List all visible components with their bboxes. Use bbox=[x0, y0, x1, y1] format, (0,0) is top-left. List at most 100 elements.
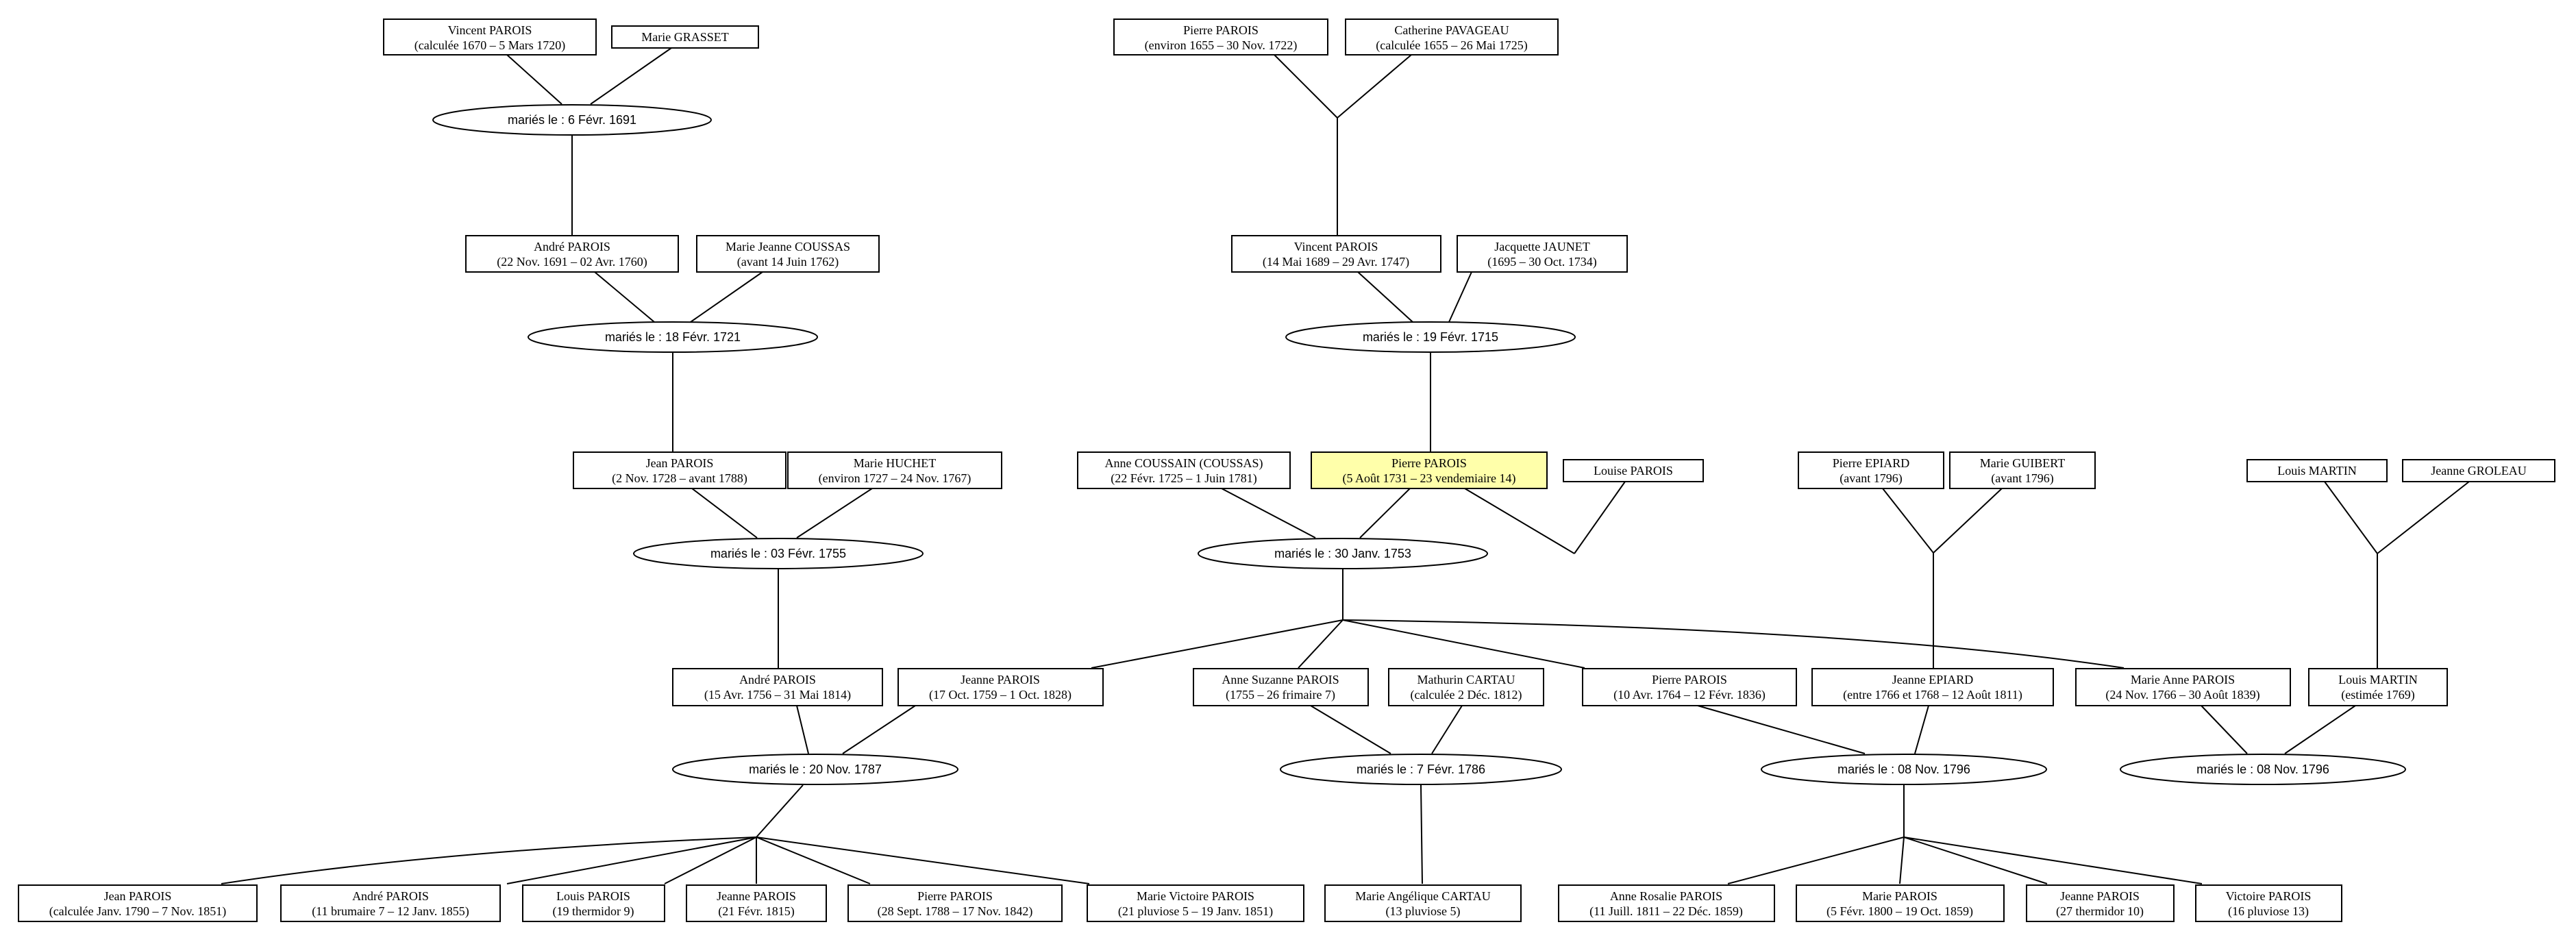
person-name: Jeanne GROLEAU bbox=[2431, 464, 2526, 478]
person-box[interactable]: Jean PAROIS (calculée Janv. 1790 – 7 Nov… bbox=[18, 884, 258, 922]
person-box[interactable]: André PAROIS (22 Nov. 1691 – 02 Avr. 176… bbox=[465, 235, 679, 273]
person-box[interactable]: Pierre EPIARD (avant 1796) bbox=[1798, 451, 1944, 489]
person-box[interactable]: Vincent PAROIS (calculée 1670 – 5 Mars 1… bbox=[383, 18, 597, 55]
person-name: André PAROIS bbox=[739, 673, 816, 686]
person-box[interactable]: Louis MARTIN bbox=[2246, 459, 2388, 482]
link bbox=[221, 836, 757, 884]
person-box[interactable]: Anne COUSSAIN (COUSSAS) (22 Févr. 1725 –… bbox=[1077, 451, 1291, 489]
person-dates: (avant 1796) bbox=[1991, 471, 2053, 486]
link bbox=[1697, 705, 1866, 754]
link bbox=[2377, 481, 2470, 554]
person-box-highlighted[interactable]: Pierre PAROIS (5 Août 1731 – 23 vendemia… bbox=[1311, 451, 1548, 489]
marriage-label: mariés le : 03 Févr. 1755 bbox=[710, 547, 846, 560]
link bbox=[1903, 836, 2048, 884]
person-dates: (19 thermidor 9) bbox=[553, 904, 634, 919]
link bbox=[796, 488, 873, 538]
person-box[interactable]: Jeanne PAROIS (27 thermidor 10) bbox=[2026, 884, 2175, 922]
person-name: Marie HUCHET bbox=[854, 456, 936, 470]
link bbox=[506, 836, 757, 884]
link bbox=[1914, 705, 1929, 754]
link bbox=[2324, 481, 2378, 554]
marriage-label: mariés le : 19 Févr. 1715 bbox=[1363, 330, 1498, 344]
person-box[interactable]: Jacquette JAUNET (1695 – 30 Oct. 1734) bbox=[1457, 235, 1628, 273]
person-box[interactable]: Jeanne PAROIS (21 Févr. 1815) bbox=[686, 884, 827, 922]
person-box[interactable]: Louis MARTIN (estimée 1769) bbox=[2308, 668, 2448, 706]
marriage-label: mariés le : 6 Févr. 1691 bbox=[508, 113, 636, 127]
person-name: Jeanne PAROIS bbox=[717, 889, 796, 903]
marriage-label: mariés le : 30 Janv. 1753 bbox=[1274, 547, 1411, 560]
marriage-label: mariés le : 08 Nov. 1796 bbox=[2196, 763, 2329, 776]
link bbox=[594, 271, 655, 323]
person-dates: (calculée 1670 – 5 Mars 1720) bbox=[414, 38, 565, 53]
person-box[interactable]: Anne Rosalie PAROIS (11 Juill. 1811 – 22… bbox=[1558, 884, 1775, 922]
person-box[interactable]: Catherine PAVAGEAU (calculée 1655 – 26 M… bbox=[1345, 18, 1559, 55]
person-box[interactable]: Marie Jeanne COUSSAS (avant 14 Juin 1762… bbox=[696, 235, 880, 273]
link bbox=[1420, 784, 1423, 884]
person-dates: (1695 – 30 Oct. 1734) bbox=[1487, 255, 1596, 269]
marriage-node: mariés le : 08 Nov. 1796 bbox=[1761, 754, 2047, 785]
person-dates: (28 Sept. 1788 – 17 Nov. 1842) bbox=[878, 904, 1033, 919]
person-box[interactable]: Marie GRASSET bbox=[611, 25, 759, 49]
link bbox=[1359, 488, 1411, 538]
person-dates: (entre 1766 et 1768 – 12 Août 1811) bbox=[1843, 688, 2022, 702]
link bbox=[1337, 54, 1412, 119]
link bbox=[1882, 488, 1934, 554]
person-dates: (calculée 1655 – 26 Mai 1725) bbox=[1376, 38, 1527, 53]
person-name: Marie Anne PAROIS bbox=[2131, 673, 2235, 686]
person-box[interactable]: Marie HUCHET (environ 1727 – 24 Nov. 176… bbox=[787, 451, 1002, 489]
link bbox=[1342, 619, 2125, 669]
person-dates: (avant 1796) bbox=[1840, 471, 1902, 486]
person-name: Marie Angélique CARTAU bbox=[1355, 889, 1490, 903]
person-box[interactable]: Jeanne EPIARD (entre 1766 et 1768 – 12 A… bbox=[1811, 668, 2054, 706]
person-box[interactable]: Louis PAROIS (19 thermidor 9) bbox=[522, 884, 665, 922]
person-name: Anne COUSSAIN (COUSSAS) bbox=[1104, 456, 1263, 471]
person-name: Pierre EPIARD bbox=[1833, 456, 1909, 470]
person-box[interactable]: Marie GUIBERT (avant 1796) bbox=[1949, 451, 2096, 489]
marriage-node: mariés le : 7 Févr. 1786 bbox=[1280, 754, 1562, 785]
person-box[interactable]: Jeanne PAROIS (17 Oct. 1759 – 1 Oct. 182… bbox=[897, 668, 1104, 706]
person-dates: (14 Mai 1689 – 29 Avr. 1747) bbox=[1263, 255, 1409, 269]
link bbox=[690, 271, 763, 323]
person-name: Vincent PAROIS bbox=[448, 23, 532, 37]
person-box[interactable]: Marie Anne PAROIS (24 Nov. 1766 – 30 Aoû… bbox=[2075, 668, 2291, 706]
person-box[interactable]: André PAROIS (15 Avr. 1756 – 31 Mai 1814… bbox=[672, 668, 883, 706]
link bbox=[1464, 488, 1575, 554]
person-dates: (17 Oct. 1759 – 1 Oct. 1828) bbox=[929, 688, 1072, 702]
person-name: Pierre PAROIS bbox=[1652, 673, 1727, 686]
person-name: Jeanne EPIARD bbox=[1892, 673, 1973, 686]
person-dates: (1755 – 26 frimaire 7) bbox=[1226, 688, 1335, 702]
marriage-node: mariés le : 6 Févr. 1691 bbox=[432, 104, 712, 136]
tree-links bbox=[221, 47, 2470, 884]
person-name: Pierre PAROIS bbox=[1391, 456, 1467, 470]
person-dates: (environ 1655 – 30 Nov. 1722) bbox=[1145, 38, 1298, 53]
person-box[interactable]: Vincent PAROIS (14 Mai 1689 – 29 Avr. 17… bbox=[1231, 235, 1441, 273]
link bbox=[1431, 705, 1463, 754]
link bbox=[1727, 836, 1905, 884]
person-name: Jeanne PAROIS bbox=[961, 673, 1040, 686]
person-name: Louis MARTIN bbox=[2277, 464, 2356, 478]
person-box[interactable]: Pierre PAROIS (28 Sept. 1788 – 17 Nov. 1… bbox=[847, 884, 1063, 922]
person-dates: (13 pluviose 5) bbox=[1386, 904, 1461, 919]
person-box[interactable]: Jean PAROIS (2 Nov. 1728 – avant 1788) bbox=[573, 451, 787, 489]
person-box[interactable]: André PAROIS (11 brumaire 7 – 12 Janv. 1… bbox=[280, 884, 501, 922]
person-box[interactable]: Jeanne GROLEAU bbox=[2402, 459, 2555, 482]
person-box[interactable]: Mathurin CARTAU (calculée 2 Déc. 1812) bbox=[1388, 668, 1544, 706]
person-box[interactable]: Marie Victoire PAROIS (21 pluviose 5 – 1… bbox=[1087, 884, 1304, 922]
person-box[interactable]: Pierre PAROIS (environ 1655 – 30 Nov. 17… bbox=[1113, 18, 1328, 55]
person-name: André PAROIS bbox=[352, 889, 429, 903]
link bbox=[590, 47, 672, 105]
person-box[interactable]: Louise PAROIS bbox=[1563, 459, 1704, 482]
person-box[interactable]: Victoire PAROIS (16 pluviose 13) bbox=[2195, 884, 2342, 922]
link bbox=[2201, 705, 2248, 754]
person-box[interactable]: Pierre PAROIS (10 Avr. 1764 – 12 Févr. 1… bbox=[1582, 668, 1797, 706]
person-dates: (2 Nov. 1728 – avant 1788) bbox=[612, 471, 747, 486]
person-box[interactable]: Anne Suzanne PAROIS (1755 – 26 frimaire … bbox=[1193, 668, 1369, 706]
person-box[interactable]: Marie Angélique CARTAU (13 pluviose 5) bbox=[1324, 884, 1522, 922]
link bbox=[756, 836, 1090, 884]
person-dates: (21 Févr. 1815) bbox=[718, 904, 795, 919]
link bbox=[756, 784, 804, 838]
link bbox=[1574, 481, 1626, 554]
person-box[interactable]: Marie PAROIS (5 Févr. 1800 – 19 Oct. 185… bbox=[1796, 884, 2005, 922]
person-name: Louis PAROIS bbox=[556, 889, 630, 903]
person-dates: (15 Avr. 1756 – 31 Mai 1814) bbox=[704, 688, 851, 702]
